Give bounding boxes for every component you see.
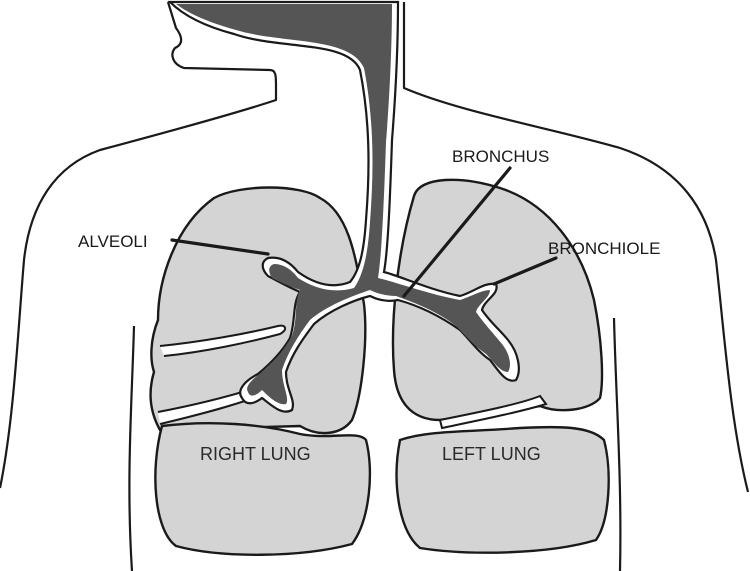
alveoli-label: ALVEOLI [78, 232, 148, 251]
bronchus-label: BRONCHUS [452, 147, 549, 166]
bronchiole-label: BRONCHIOLE [548, 239, 660, 258]
right-lung-label: RIGHT LUNG [200, 444, 311, 464]
left-lung-label: LEFT LUNG [442, 444, 541, 464]
